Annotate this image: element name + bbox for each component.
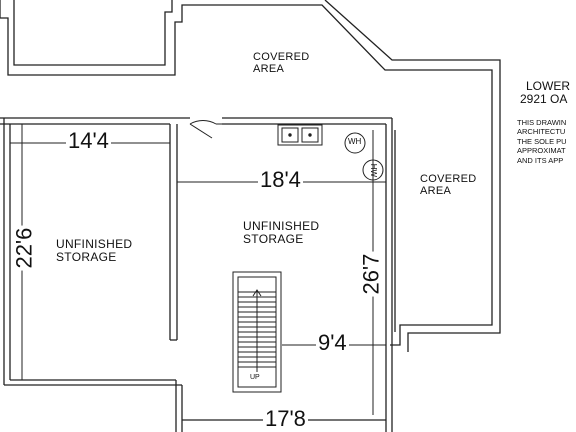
covered-area-right-label: COVERED AREA — [420, 173, 477, 198]
covered-area-right-inner — [407, 80, 501, 352]
furnace-label: HW — [369, 163, 379, 178]
water-heater-icon — [344, 132, 366, 154]
title-line-2: 2921 OA — [520, 92, 568, 107]
sink — [277, 124, 323, 146]
note-line-4: APPROXIMAT — [517, 146, 566, 156]
note-line-3: THE SOLE PU — [517, 136, 567, 146]
covered-area-top-outline — [0, 0, 493, 80]
storage-left-label: UNFINISHED STORAGE — [56, 237, 133, 265]
door — [189, 120, 222, 139]
dim-center-height: 26'7 — [358, 251, 384, 297]
dim-stair-width: 9'4 — [316, 330, 349, 356]
dimension-lines — [10, 124, 386, 421]
dim-bottom-width: 17'8 — [263, 406, 308, 432]
covered-area-top-label: COVERED AREA — [253, 51, 310, 76]
storage-center-label: UNFINISHED STORAGE — [243, 219, 320, 247]
stairs — [232, 271, 282, 393]
water-heater-label: WH — [348, 137, 362, 146]
covered-area-top-inner — [13, 0, 173, 66]
title-line-1: LOWER — [526, 79, 571, 93]
dim-left-height: 22'6 — [11, 225, 37, 271]
note-line-1: THIS DRAWIN — [517, 118, 567, 127]
dim-center-width: 18'4 — [258, 167, 303, 193]
stair-direction-label: UP — [250, 374, 260, 381]
covered-area-right-outline — [390, 80, 493, 346]
title-block: LOWER 2921 OA — [520, 79, 571, 107]
note-line-5: AND ITS APP — [517, 155, 564, 165]
dim-left-width: 14'4 — [66, 128, 111, 154]
covered-area-top-inner-right — [324, 0, 501, 80]
note-line-2: ARCHITECTU — [517, 127, 566, 137]
notes-block: THIS DRAWIN ARCHITECTU THE SOLE PU APPRO… — [517, 118, 567, 165]
